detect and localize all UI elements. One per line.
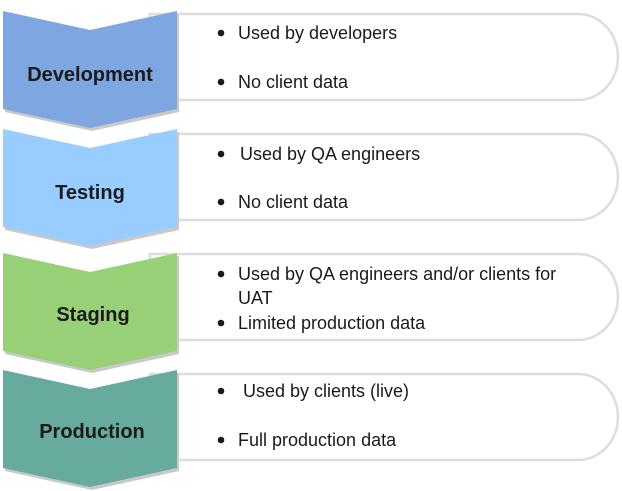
bullet-dot bbox=[217, 270, 225, 278]
stage-production: Production Used by clients (live) Full p… bbox=[3, 370, 620, 490]
stage-testing-panel bbox=[148, 132, 620, 222]
stage-development-label: Development bbox=[27, 64, 153, 86]
stage-development-chevron bbox=[3, 11, 177, 128]
stage-development-bullet-2: No client data bbox=[238, 72, 349, 92]
stage-development: Development Used by developers No client… bbox=[3, 11, 620, 131]
stage-testing-bullet-1: Used by QA engineers bbox=[240, 144, 420, 164]
stage-staging-bullet-2: Limited production data bbox=[238, 313, 426, 333]
stage-production-bullet-1: Used by clients (live) bbox=[243, 381, 409, 401]
stage-testing-label: Testing bbox=[55, 182, 125, 204]
stage-staging-panel bbox=[148, 252, 620, 342]
bullet-dot bbox=[217, 150, 225, 158]
stage-staging-chevron bbox=[3, 253, 177, 370]
stage-staging-bullet-1: Used by QA engineers and/or clients for bbox=[238, 264, 556, 284]
bullet-dot bbox=[217, 198, 225, 206]
stage-production-label: Production bbox=[39, 421, 145, 443]
bullet-dot bbox=[217, 436, 225, 444]
stage-testing: Testing Used by QA engineers No client d… bbox=[3, 129, 620, 249]
stage-staging-bullet-1-continued: UAT bbox=[238, 288, 273, 308]
bullet-dot bbox=[217, 29, 225, 37]
bullet-dot bbox=[217, 78, 225, 86]
stage-production-chevron bbox=[3, 370, 177, 487]
stage-testing-bullet-2: No client data bbox=[238, 192, 349, 212]
bullet-dot bbox=[217, 319, 225, 327]
stage-staging: Staging Used by QA engineers and/or clie… bbox=[3, 252, 620, 373]
stage-testing-chevron bbox=[3, 129, 177, 246]
stage-staging-label: Staging bbox=[56, 304, 129, 326]
stage-production-panel bbox=[148, 372, 620, 462]
stage-development-panel bbox=[148, 12, 620, 102]
bullet-dot bbox=[217, 387, 225, 395]
stage-development-bullet-1: Used by developers bbox=[238, 23, 397, 43]
stage-production-bullet-2: Full production data bbox=[238, 430, 397, 450]
